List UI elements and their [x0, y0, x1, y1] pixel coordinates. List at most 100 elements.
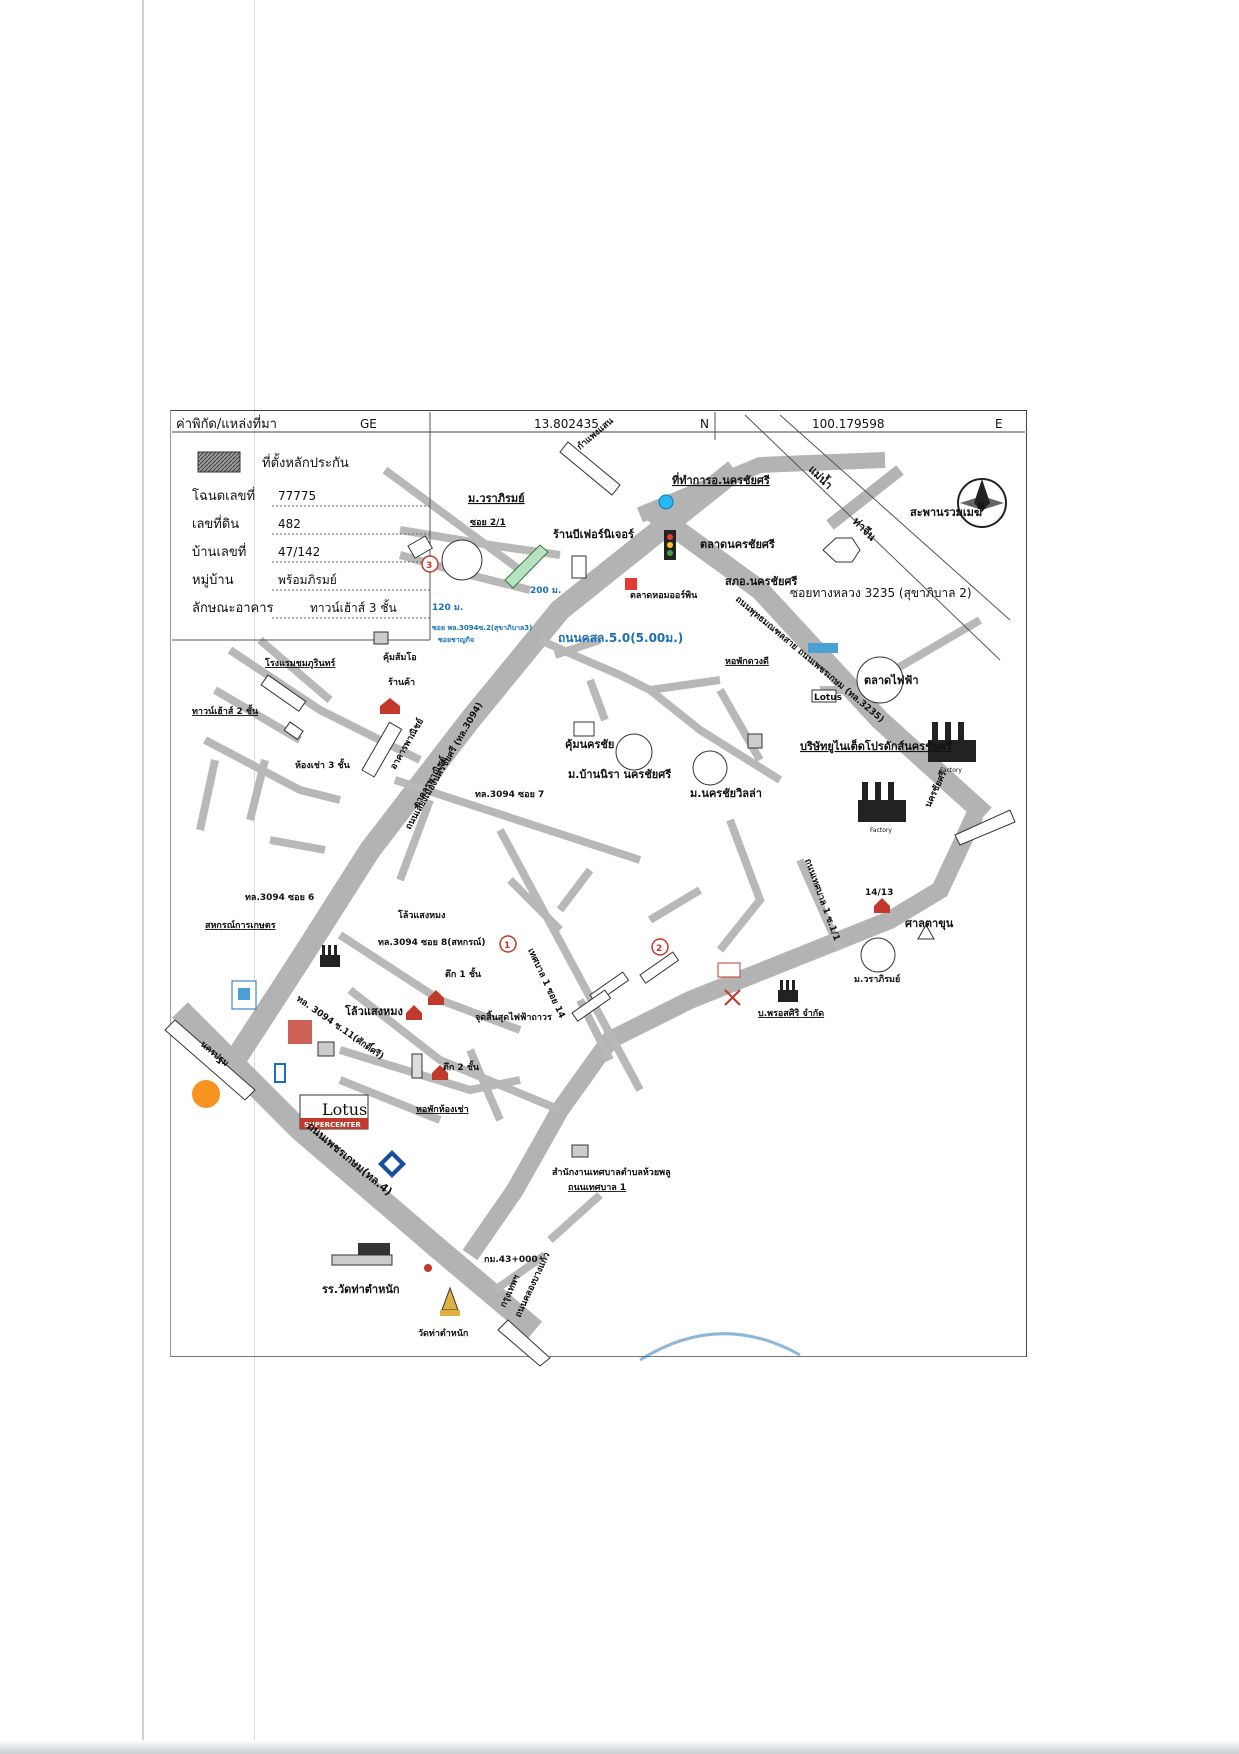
info-row-label: ลักษณะอาคาร	[192, 601, 274, 616]
shop-building	[504, 544, 549, 589]
info-row-value: 47/142	[278, 545, 320, 559]
collateral-swatch	[197, 451, 241, 473]
label-soi-6: ทล.3094 ซอย 6	[245, 893, 314, 903]
village-circle	[441, 539, 483, 581]
label-soi-7: ทล.3094 ซอย 7	[475, 790, 544, 800]
label-dist-200: 200 ม.	[530, 586, 561, 596]
label-km: กม.43+000	[484, 1255, 538, 1265]
house-icon	[380, 698, 890, 1080]
label-rong-rian: โรงแรมชมภูรินทร์	[264, 657, 336, 669]
map-frame	[170, 410, 1027, 1357]
scan-edge	[142, 0, 144, 1754]
arrow-south	[497, 1319, 551, 1367]
police-hexagon	[822, 537, 861, 563]
label-wat: วัดท่าตำหนัก	[418, 1328, 468, 1339]
label-talad-hom: ตลาดหอมออร์พิน	[630, 589, 698, 601]
temple-icon	[441, 1286, 459, 1311]
village-circle	[692, 750, 728, 786]
longitude: 100.179598	[812, 417, 885, 431]
label-factory-company: บริษัทยูไนเต็ดโปรดักส์นครชัยศรี	[800, 739, 952, 754]
label-num-1413: 14/13	[865, 888, 893, 898]
road-northeast	[644, 501, 992, 823]
svg-text:3: 3	[426, 561, 432, 571]
factory-icon	[778, 980, 798, 1002]
info-row-label: หมู่บ้าน	[192, 573, 234, 588]
company-building-icon	[717, 962, 741, 978]
label-sala: ศาลตาขุน	[905, 917, 954, 931]
lotus-small-logo	[811, 689, 837, 703]
info-row-value: ทาวน์เฮ้าส์ 3 ชั้น	[310, 599, 397, 615]
label-lao-shop-2: โล้วแสงหมง	[344, 1004, 403, 1018]
label-lao-shop: โล้วแสงหมง	[397, 909, 445, 921]
label-lotus-big-sub: SUPERCENTER	[304, 1121, 361, 1129]
svg-text:N: N	[977, 502, 985, 512]
label-shop-furniture: ร้านบีเฟอร์นิเจอร์	[553, 528, 634, 541]
info-row-label: บ้านเลขที่	[192, 543, 246, 560]
school-icon	[331, 1254, 393, 1266]
shrine-icon	[917, 923, 935, 940]
road-to-bridge	[636, 452, 886, 523]
label-khum-somkiat: คุ้มส้มโอ	[383, 651, 417, 663]
bridge	[826, 465, 904, 530]
label-m-nakhon-villa: ม.นครชัยวิลล่า	[690, 787, 762, 800]
label-tuk-2: ตึก 2 ชั้น	[443, 1060, 480, 1073]
label-road-tesaban-1: ถนนเทศบาล 1	[568, 1183, 626, 1193]
svg-text:2: 2	[656, 944, 662, 954]
hospital-icon	[288, 1020, 312, 1044]
building-icon	[747, 733, 763, 749]
scan-edge	[0, 1740, 1239, 1754]
market-logo	[808, 643, 838, 653]
building-icon	[373, 631, 389, 645]
bank-logo	[274, 1063, 286, 1083]
coords-label: ค่าพิกัด/แหล่งที่มา	[176, 415, 277, 432]
compass-icon: N	[957, 478, 1007, 528]
scan-edge	[254, 0, 255, 1754]
stamp	[639, 1332, 801, 1362]
latitude: 13.802435	[534, 417, 599, 431]
info-row-value: 77775	[278, 489, 316, 503]
road-tesaban-1	[462, 811, 984, 1261]
info-row-label: โฉนดเลขที่	[192, 487, 255, 504]
road-phetkasem	[172, 1002, 543, 1339]
label-lotus-big: Lotus	[322, 1100, 367, 1119]
village-circle	[860, 937, 896, 973]
arrow-north	[559, 441, 621, 496]
market-icon	[625, 578, 637, 590]
longitude-dir: E	[995, 417, 1003, 431]
post-office-icon	[658, 494, 674, 510]
label-police: สภอ.นครชัยศรี	[725, 575, 797, 588]
marker-2	[651, 938, 669, 956]
label-soi-8: ทล.3094 ซอย 8(สหกรณ์)	[378, 936, 486, 948]
factory-icon	[928, 722, 976, 762]
label-factory-2: Factory	[870, 827, 892, 834]
building-blocks	[260, 535, 680, 1079]
latitude-dir: N	[700, 417, 709, 431]
label-school: รร.วัดท่าตำหนัก	[322, 1283, 400, 1296]
label-tesaban-soi-14: เทศบาล 1 ซอย 14	[525, 947, 566, 1020]
label-room-3: ห้องเช่า 3 ชั้น	[295, 758, 351, 771]
village-circle	[615, 733, 653, 771]
arrow-east	[954, 809, 1016, 846]
building-icon	[571, 1144, 589, 1158]
label-soi-sukhaphiban: ซอยชาญกิจ	[438, 636, 474, 644]
label-company-promsiri: บ.พรอสศิริ จำกัด	[758, 1008, 824, 1019]
label-dorm-rent: หอพักห้องเช่า	[416, 1104, 469, 1115]
label-road-main: ถนนเลี่ยงเมืองนครชัยศรี (ทล.3094)	[401, 699, 485, 831]
label-m-varaphirom: ม.วราภิรมย์	[468, 492, 525, 505]
factory-icon	[320, 945, 340, 967]
marker-3	[421, 555, 439, 573]
label-tuk-1: ตึก 1 ชั้น	[445, 967, 482, 980]
label-soi-3094-2: ซอย พล.3094ซ.2(สุขาภิบาล3)	[432, 624, 532, 632]
label-road-tesaban-1-1: ถนนเทศบาล 1 ซ.1/1	[802, 858, 841, 943]
collateral-label: ที่ตั้งหลักประกัน	[262, 453, 349, 471]
market-circle	[856, 656, 904, 704]
info-row-value: 482	[278, 517, 301, 531]
arrow-west	[164, 1019, 256, 1101]
numbered-markers: 3 1 2	[421, 555, 669, 956]
info-box: ที่ตั้งหลักประกัน โฉนดเลขที่ 77775 เลขที่ด…	[192, 451, 430, 619]
orange-marker	[192, 1080, 220, 1108]
label-road-kl5: ถนนคสล.5.0(5.00ม.)	[558, 631, 683, 645]
info-row-label: เลขที่ดิน	[192, 515, 239, 532]
coords-source: GE	[360, 417, 377, 431]
